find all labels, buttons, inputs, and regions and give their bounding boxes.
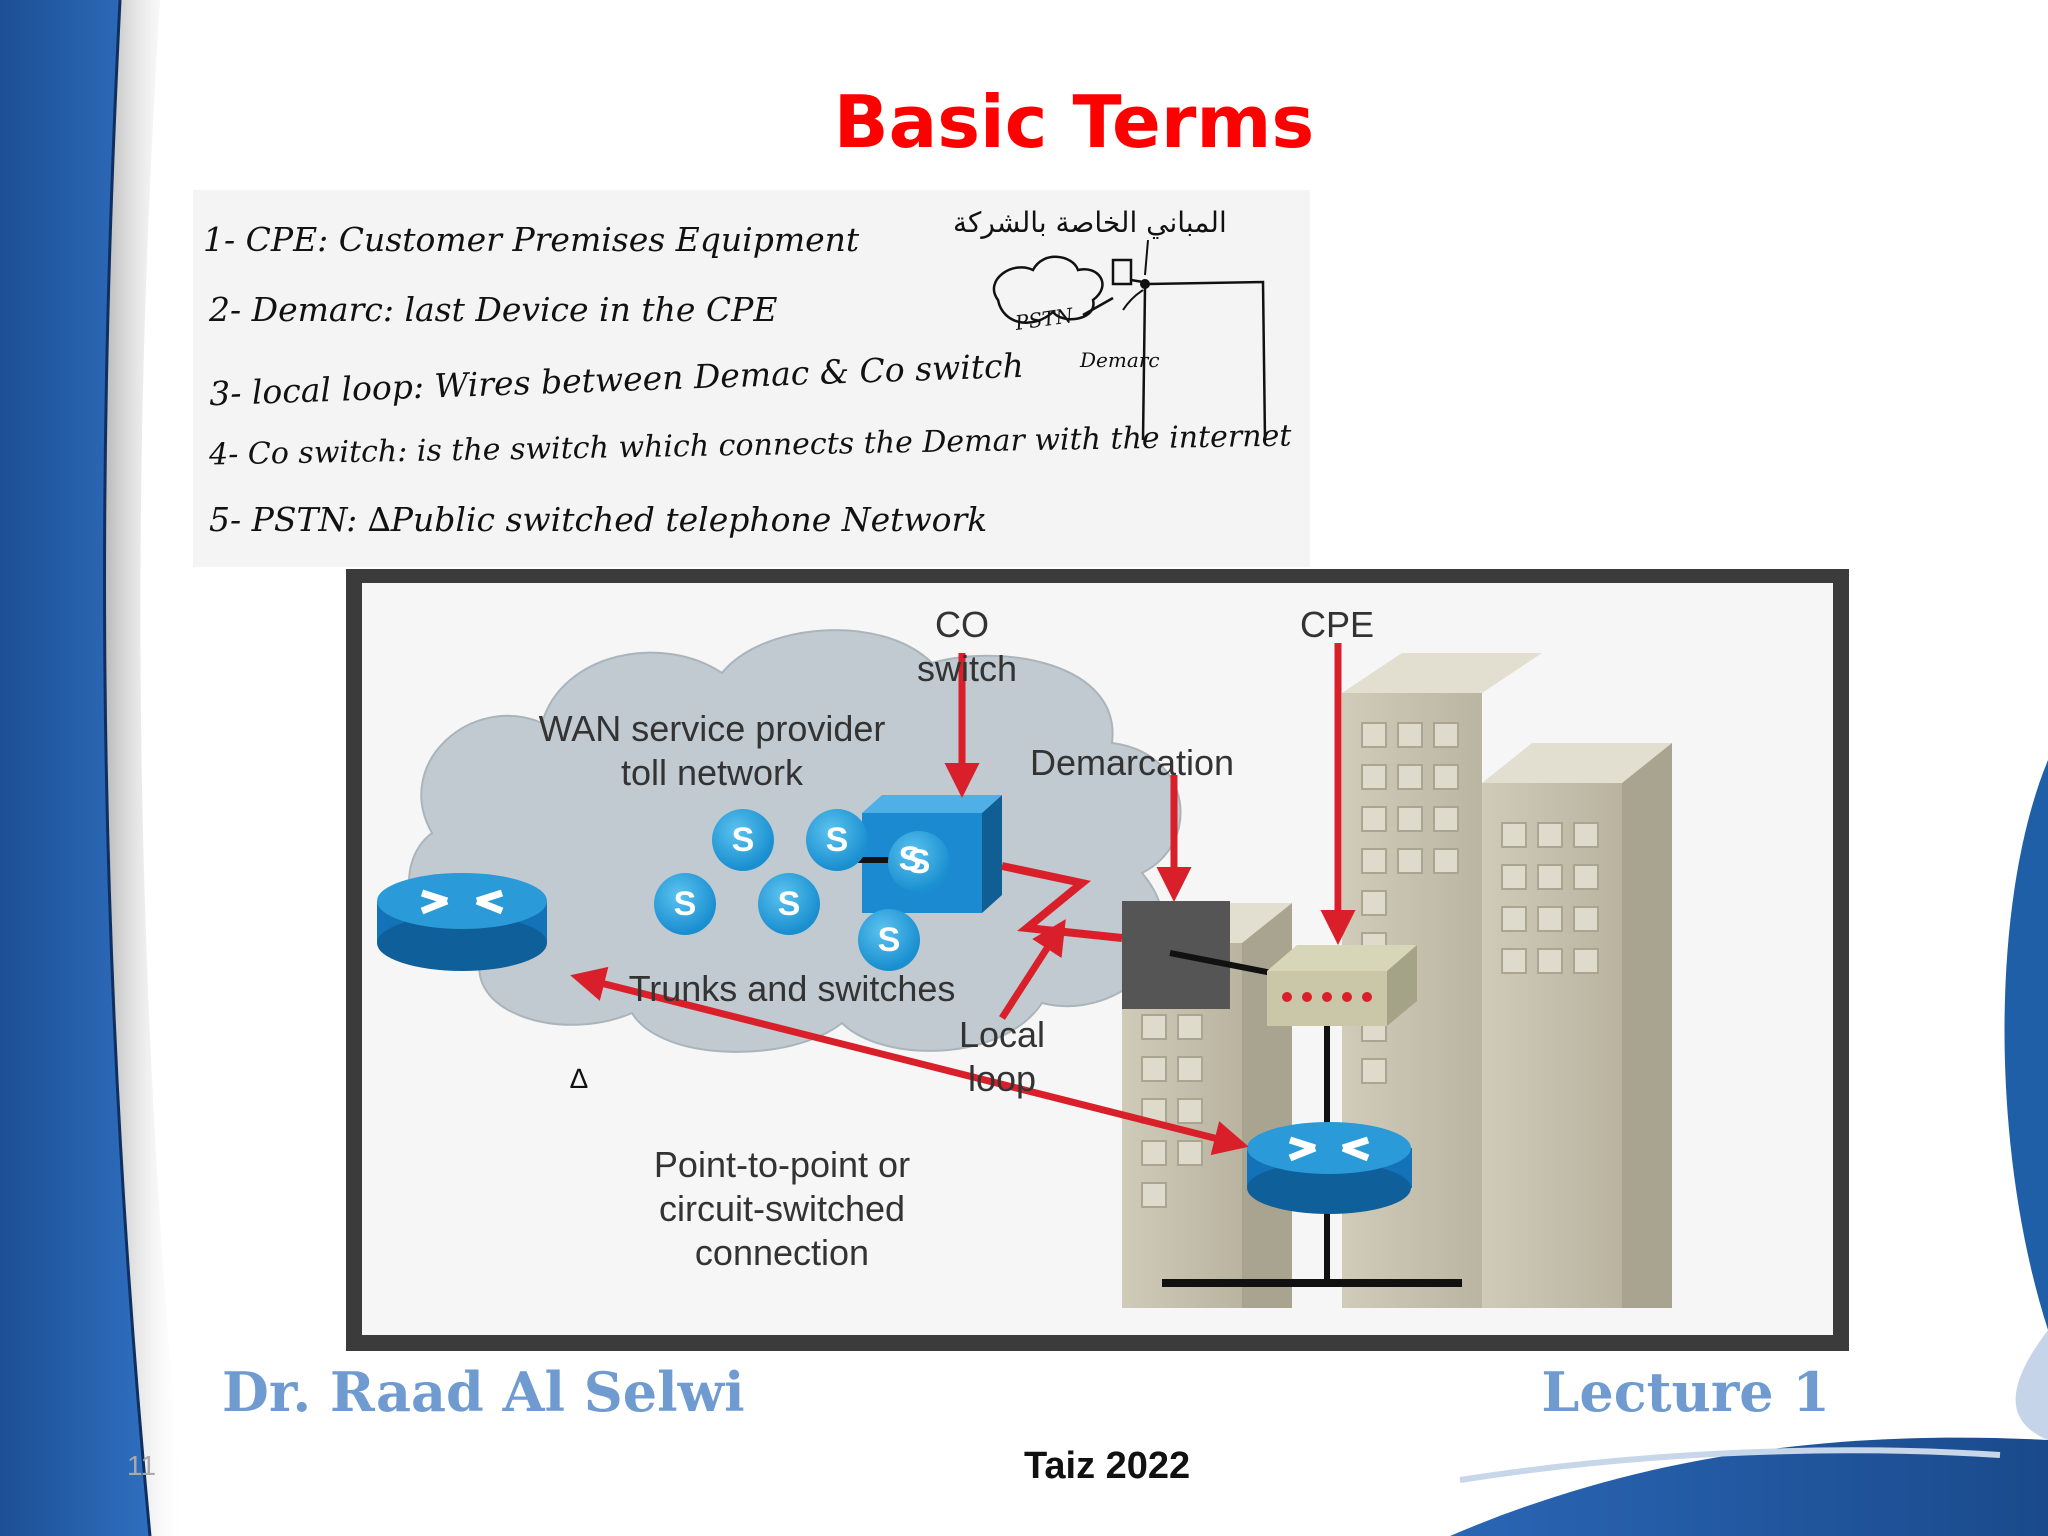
- switch-node-6: S: [858, 909, 920, 971]
- note-line-1: 1- CPE: Customer Premises Equipment: [203, 220, 860, 259]
- delta-mark: ∆: [570, 1063, 588, 1094]
- co-switch-label: CO switch: [917, 604, 1018, 689]
- trunks-label: Trunks and switches: [628, 968, 956, 1009]
- switch-node-2: S: [806, 809, 868, 871]
- cpe-device: [1267, 945, 1417, 1026]
- cpe-label: CPE: [1299, 604, 1375, 645]
- wan-diagram: WAN service provider toll network Trunks…: [346, 569, 1849, 1351]
- footer-lecture: Lecture 1: [1541, 1360, 1830, 1424]
- page-number: 11: [127, 1450, 157, 1481]
- left-router: [377, 873, 547, 971]
- local-loop-label: Local loop: [958, 1014, 1046, 1099]
- footer-author: Dr. Raad Al Selwi: [222, 1360, 745, 1424]
- connection-label: Point-to-point or circuit-switched conne…: [653, 1144, 911, 1273]
- point-to-point-arrow: [570, 966, 1249, 1156]
- switch-node-4: S: [654, 873, 716, 935]
- footer-year: Taiz 2022: [1024, 1445, 1191, 1487]
- switch-node-3: S: [888, 831, 950, 893]
- note-line-5: 5- PSTN: ∆Public switched telephone Netw…: [209, 500, 988, 539]
- switch-node-5: S: [758, 873, 820, 935]
- right-router: [1247, 1122, 1412, 1214]
- note-line-2: 2- Demarc: last Device in the CPE: [209, 290, 778, 329]
- local-loop-line: [1001, 862, 1123, 942]
- demarcation-label: Demarcation: [1029, 742, 1235, 783]
- handwritten-notes: 1- CPE: Customer Premises Equipment 2- D…: [193, 190, 1310, 567]
- sketch-demarc-label: Demarc: [1080, 348, 1160, 372]
- note-line-3: 3- local loop: Wires between Demac & Co …: [208, 345, 1025, 414]
- slide-title: Basic Terms: [833, 80, 1315, 164]
- wan-diagram-canvas: WAN service provider toll network Trunks…: [362, 583, 1833, 1335]
- cloud-label: WAN service provider toll network: [538, 708, 886, 793]
- wan-diagram-graphics: [377, 629, 1672, 1308]
- co-switch-symbol: S: [898, 840, 922, 878]
- demarc-sketch: [992, 240, 1267, 441]
- switch-node-1: S: [712, 809, 774, 871]
- arabic-note: المباني الخاصة بالشركة: [953, 206, 1227, 239]
